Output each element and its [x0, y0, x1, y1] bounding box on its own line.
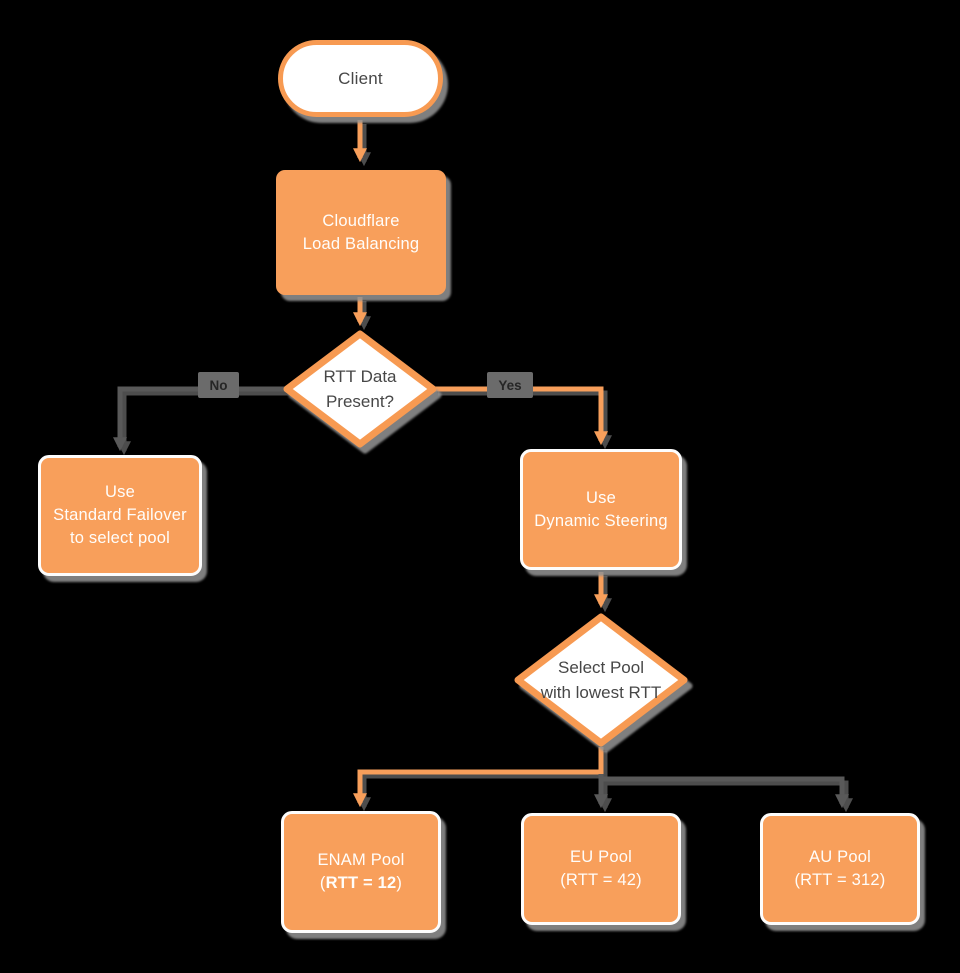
eu-pool-node: EU Pool (RTT = 42): [521, 813, 681, 925]
edge-select-pool-to-enam: [353, 747, 604, 808]
enam-pool-title: ENAM Pool: [317, 851, 405, 869]
dynamic-steering-line1: Use: [586, 488, 616, 507]
standard-failover-line2: Standard Failover: [53, 506, 187, 524]
cloudflare-line1: Cloudflare: [322, 211, 400, 230]
yes-edge-label: Yes: [487, 372, 533, 398]
enam-pool-node: ENAM Pool (RTT = 12): [281, 811, 441, 933]
yes-label-text: Yes: [498, 377, 522, 393]
cloudflare-line2: Load Balancing: [302, 234, 420, 253]
eu-pool-title: EU Pool: [570, 848, 632, 866]
rtt-decision-diamond: RTT Data Present?: [283, 330, 437, 448]
rtt-decision-line2: Present?: [325, 392, 395, 411]
enam-rtt-close-paren: ): [396, 874, 403, 892]
dynamic-steering-line2: Dynamic Steering: [534, 511, 668, 530]
standard-failover-line3: to select pool: [69, 529, 171, 547]
client-node: Client: [278, 40, 443, 117]
no-label-text: No: [209, 377, 228, 393]
select-pool-line1: Select Pool: [558, 658, 644, 677]
dynamic-steering-node: Use Dynamic Steering: [520, 449, 682, 570]
au-pool-title: AU Pool: [809, 848, 871, 866]
enam-pool-rtt: (RTT = 12): [320, 872, 402, 895]
rtt-decision-line1: RTT Data: [323, 367, 397, 386]
eu-pool-rtt: (RTT = 42): [560, 871, 642, 889]
select-pool-line2: with lowest RTT: [540, 683, 662, 702]
no-edge-label: No: [198, 372, 239, 398]
standard-failover-line1: Use: [105, 483, 135, 501]
select-pool-diamond: Select Pool with lowest RTT: [514, 613, 688, 747]
au-pool-node: AU Pool (RTT = 312): [760, 813, 920, 925]
client-label: Client: [338, 69, 383, 88]
au-pool-rtt: (RTT = 312): [794, 871, 886, 889]
standard-failover-node: Use Standard Failover to select pool: [38, 455, 202, 576]
cloudflare-load-balancing-node: Cloudflare Load Balancing: [276, 170, 446, 295]
edge-select-pool-to-au: [601, 776, 849, 809]
enam-rtt-open-paren: (: [319, 874, 326, 892]
enam-rtt-value: RTT = 12: [325, 874, 397, 892]
rtt-decision-shape: [283, 330, 437, 448]
select-pool-shape: [514, 613, 688, 747]
